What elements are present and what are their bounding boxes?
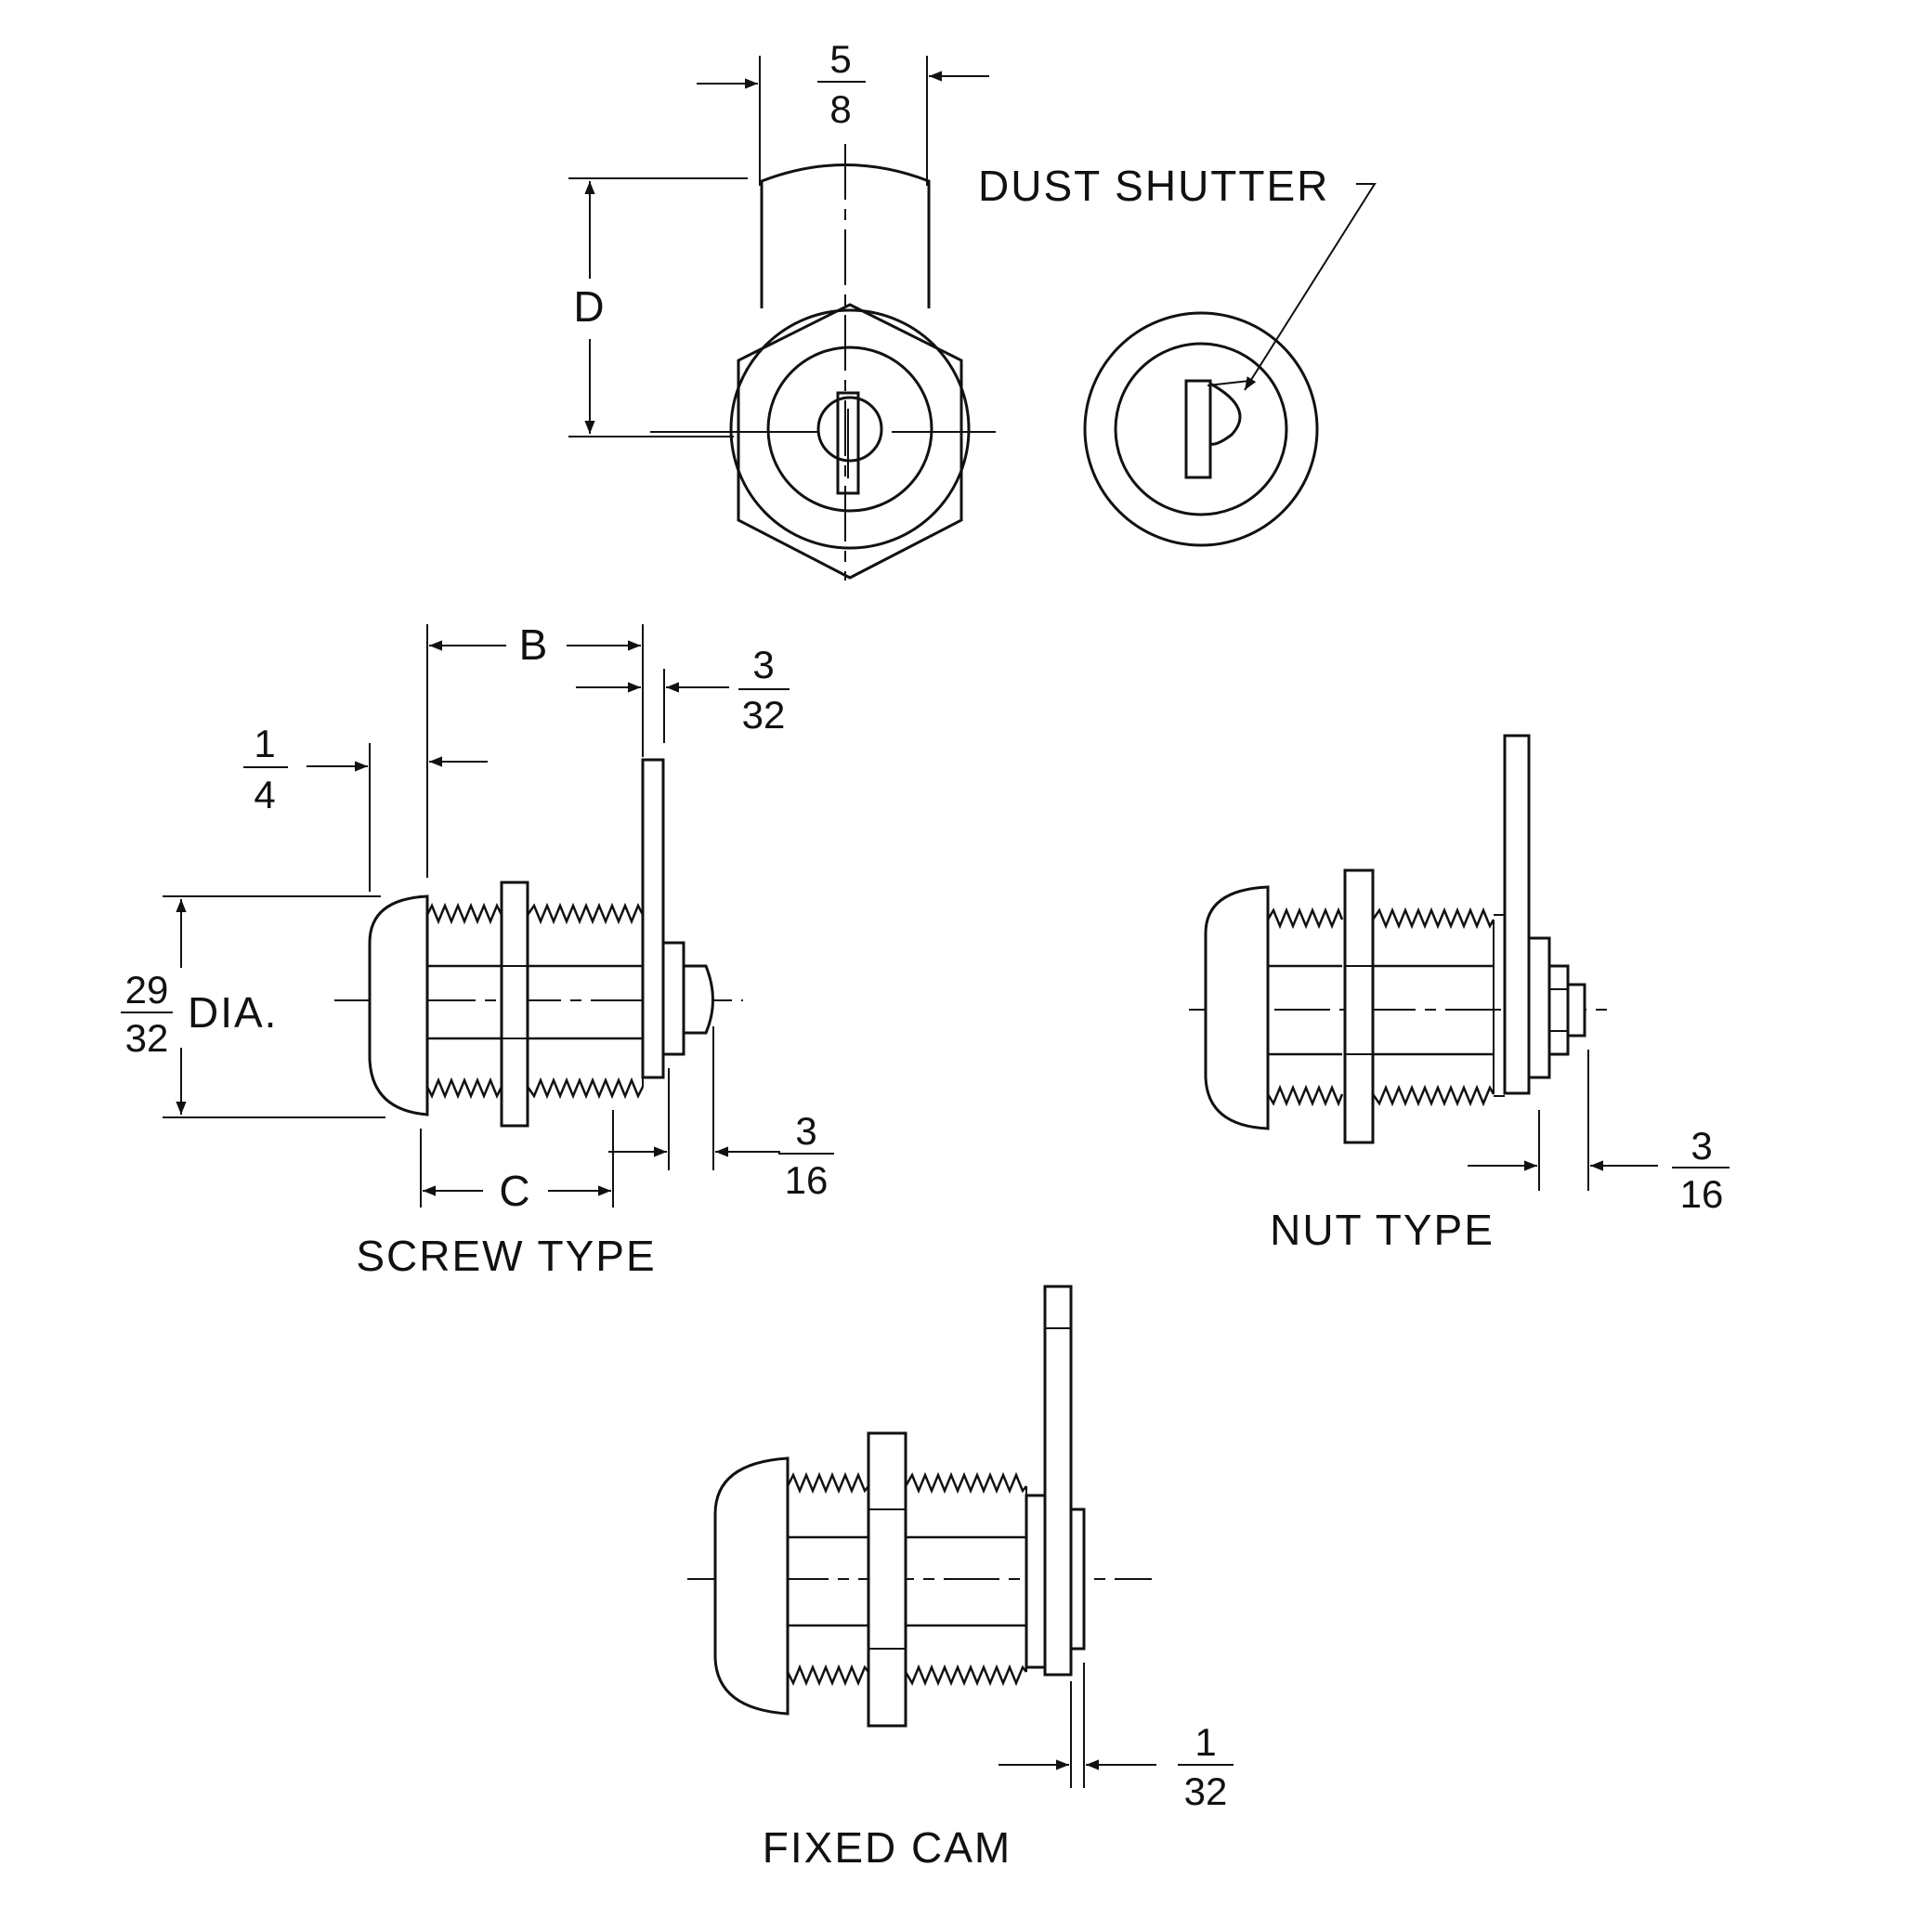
dim-nut-tail-num: 3: [1690, 1124, 1712, 1168]
dim-dia-label: DIA.: [188, 988, 278, 1037]
screw-type-label: SCREW TYPE: [356, 1232, 656, 1280]
dim-head-depth-den: 4: [254, 773, 275, 816]
dim-nut-tail-den: 16: [1680, 1172, 1724, 1216]
dust-shutter-view: DUST SHUTTER: [978, 162, 1377, 547]
dim-screw-tail-num: 3: [795, 1109, 816, 1153]
dim-diameter-num: 29: [125, 968, 169, 1012]
dim-fixed-cam-gap-den: 32: [1184, 1769, 1228, 1813]
dim-screw-tail-den: 16: [785, 1158, 829, 1202]
dim-diameter-den: 32: [125, 1016, 169, 1060]
dim-fixed-cam-gap-num: 1: [1194, 1720, 1216, 1764]
dim-cam-thickness-den: 32: [742, 693, 786, 737]
dim-head-depth-num: 1: [254, 722, 275, 765]
dust-shutter-label: DUST SHUTTER: [978, 162, 1329, 210]
nut-type-view: 3 16 NUT TYPE: [1189, 734, 1730, 1254]
dim-cam-thickness-num: 3: [752, 643, 774, 686]
dim-face-width-den: 8: [829, 87, 851, 131]
front-view: 5 8 D: [568, 37, 996, 581]
screw-type-view: B 3 32 1 4 29 32 DIA. C 3: [121, 620, 834, 1280]
fixed-cam-label: FIXED CAM: [763, 1823, 1012, 1872]
dim-b-label: B: [519, 620, 550, 669]
dim-d-label: D: [573, 282, 606, 331]
dim-face-width-num: 5: [829, 37, 851, 81]
nut-type-label: NUT TYPE: [1270, 1206, 1495, 1254]
dim-c-label: C: [499, 1167, 531, 1215]
fixed-cam-view: 1 32 FIXED CAM: [687, 1285, 1234, 1872]
